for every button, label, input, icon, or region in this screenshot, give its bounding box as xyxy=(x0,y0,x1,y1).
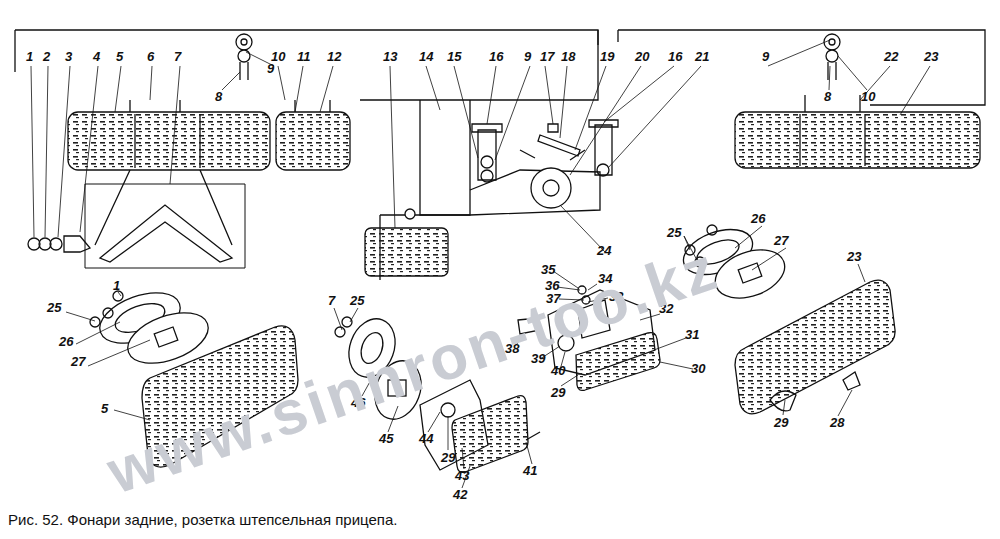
callout-number: 5 xyxy=(115,50,124,64)
callout-number: 25 xyxy=(46,301,62,315)
callout-number: 29 xyxy=(440,451,456,465)
callout-number: 1 xyxy=(112,279,121,293)
callout-number: 18 xyxy=(560,50,576,64)
callout-number: 35 xyxy=(540,263,556,277)
callout-number: 17 xyxy=(539,50,555,64)
callout-number: 29 xyxy=(550,386,566,400)
callout-number: 12 xyxy=(326,50,342,64)
callout-number: 10 xyxy=(860,90,876,104)
callout-number: 8 xyxy=(214,90,223,104)
callout-number: 9 xyxy=(523,50,532,64)
callout-number: 2 xyxy=(42,50,51,64)
callout-number: 7 xyxy=(327,294,336,308)
callout-number: 21 xyxy=(694,50,710,64)
callout-number: 10 xyxy=(270,50,286,64)
figure-caption: Рис. 52. Фонари задние, розетка штепсель… xyxy=(8,511,397,528)
callout-number: 45 xyxy=(378,432,394,446)
callout-number: 16 xyxy=(667,50,683,64)
callout-number: 9 xyxy=(761,50,770,64)
callout-number: 25 xyxy=(349,294,365,308)
callout-number: 29 xyxy=(773,416,789,430)
callout-number: 13 xyxy=(382,50,398,64)
callout-number: 27 xyxy=(773,234,789,248)
callout-number: 28 xyxy=(829,416,845,430)
callout-number: 22 xyxy=(883,50,899,64)
callout-number: 7 xyxy=(173,50,182,64)
callout-number: 23 xyxy=(846,250,862,264)
callout-number: 11 xyxy=(296,50,312,64)
callout-number: 14 xyxy=(418,50,434,64)
callout-number: 5 xyxy=(100,402,109,416)
callout-number: 42 xyxy=(452,488,468,502)
callout-number: 25 xyxy=(666,226,682,240)
callout-number: 15 xyxy=(446,50,462,64)
callout-number: 31 xyxy=(684,328,700,342)
callout-number: 8 xyxy=(823,90,832,104)
callout-number: 26 xyxy=(750,212,766,226)
callout-number: 30 xyxy=(690,362,706,376)
callout-number: 19 xyxy=(599,50,615,64)
callout-number: 6 xyxy=(146,50,155,64)
callout-number: 16 xyxy=(488,50,504,64)
callout-number: 20 xyxy=(634,50,650,64)
callout-number: 27 xyxy=(70,355,86,369)
callout-number: 4 xyxy=(92,50,101,64)
callout-number: 41 xyxy=(522,464,538,478)
callout-number: 23 xyxy=(923,50,939,64)
callout-number: 3 xyxy=(64,50,73,64)
callout-number: 44 xyxy=(418,432,434,446)
callout-number: 26 xyxy=(58,335,74,349)
callout-number: 9 xyxy=(266,62,275,76)
callout-number: 40 xyxy=(550,364,566,378)
callout-number: 43 xyxy=(454,469,470,483)
callout-number: 24 xyxy=(596,244,612,258)
callout-number: 1 xyxy=(25,50,34,64)
